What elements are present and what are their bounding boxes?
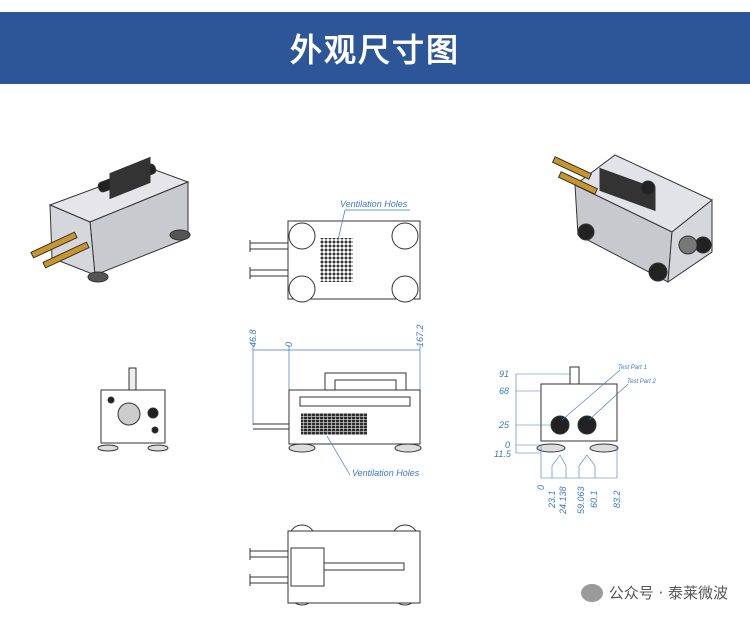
dim-0: 0 [284, 342, 294, 347]
dim-24-138: 24.138 [558, 486, 568, 515]
dim-68: 68 [499, 386, 509, 396]
dim-60-1: 60.1 [589, 490, 599, 508]
top-view: Ventilation Holes [249, 199, 421, 303]
title-banner: 外观尺寸图 [0, 12, 750, 84]
dim-91: 91 [499, 369, 509, 379]
dim-11-5: 11.5 [494, 449, 512, 459]
dim-23-1: 23.1 [547, 490, 557, 509]
bottom-view [249, 524, 421, 606]
side-view: 46.8 0 167.2 Ventilation Holes [248, 324, 425, 478]
ventilation-holes-label-side: Ventilation Holes [352, 468, 420, 478]
isometric-view-rear [551, 154, 713, 284]
ventilation-holes-label-top: Ventilation Holes [340, 199, 408, 209]
dim-h-0: 0 [536, 485, 546, 490]
dim-46-8: 46.8 [248, 329, 258, 347]
test-part-1-label: Test Part 1 [618, 365, 647, 371]
dim-167-2: 167.2 [415, 324, 425, 347]
page-title: 外观尺寸图 [289, 31, 460, 69]
dim-0-v: 0 [505, 440, 510, 450]
test-part-2-label: Test Part 2 [627, 379, 656, 385]
isometric-view-front [30, 156, 191, 283]
end-view-front [97, 367, 169, 452]
dim-59-063: 59.063 [576, 486, 586, 514]
watermark-text: 公众号 · 泰莱微波 [608, 584, 728, 602]
dim-83-2: 83.2 [612, 490, 622, 508]
watermark: 公众号 · 泰莱微波 [580, 582, 728, 603]
dim-25: 25 [498, 420, 510, 430]
end-view-dimensioned: Test Part 1 Test Part 2 91 68 25 0 11.5 … [494, 365, 656, 515]
wechat-icon [580, 583, 603, 602]
